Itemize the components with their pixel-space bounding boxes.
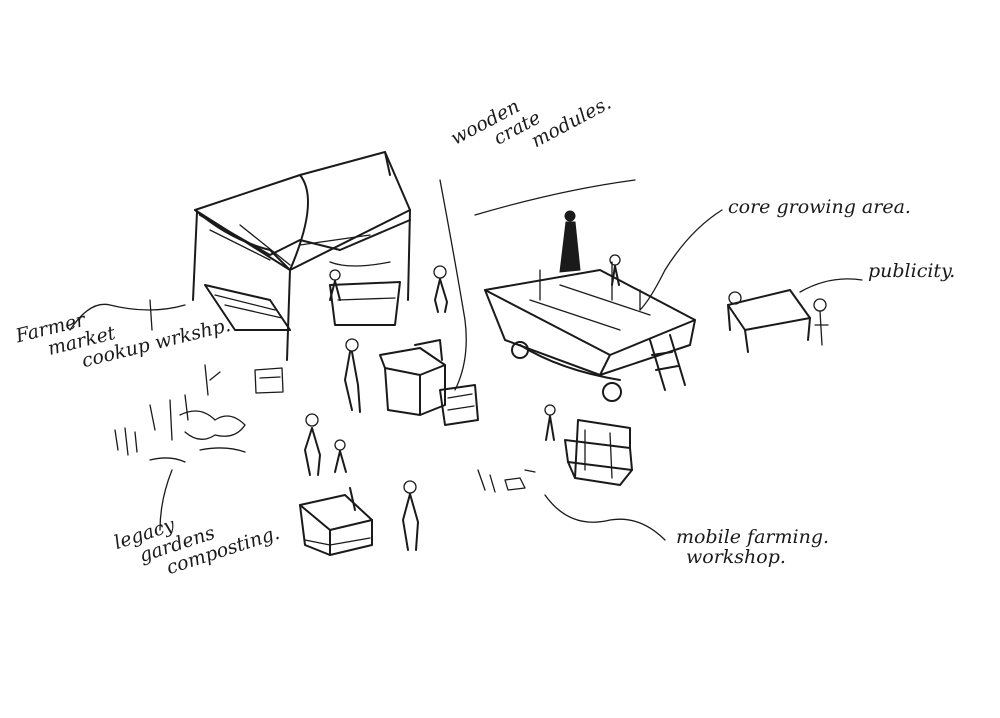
garden-bed — [299, 487, 373, 556]
market-stall — [204, 281, 401, 331]
person-figure — [334, 439, 347, 473]
label-line: workshop. — [686, 545, 786, 568]
person-figure — [609, 254, 621, 286]
workshop-bench — [564, 419, 633, 486]
label-mobile-farming-workshop: mobile farming. workshop. — [676, 526, 830, 568]
crate-modules — [379, 339, 479, 426]
person-figure — [402, 480, 419, 551]
label-line: mobile farming. — [676, 526, 830, 548]
person-figure — [344, 338, 361, 413]
person-figure — [329, 269, 341, 301]
market-tent — [192, 151, 411, 361]
label-core-growing-area: core growing area. — [728, 196, 911, 218]
publicity-table — [727, 289, 829, 353]
leader-lines — [69, 179, 863, 541]
people — [304, 254, 621, 551]
label-publicity: publicity. — [868, 260, 956, 282]
person-figure — [433, 265, 448, 313]
person-figure — [544, 404, 556, 441]
workshop-tools — [477, 469, 536, 493]
garden-plants — [114, 364, 284, 463]
person-figure — [304, 413, 321, 476]
growing-cart — [484, 210, 696, 402]
